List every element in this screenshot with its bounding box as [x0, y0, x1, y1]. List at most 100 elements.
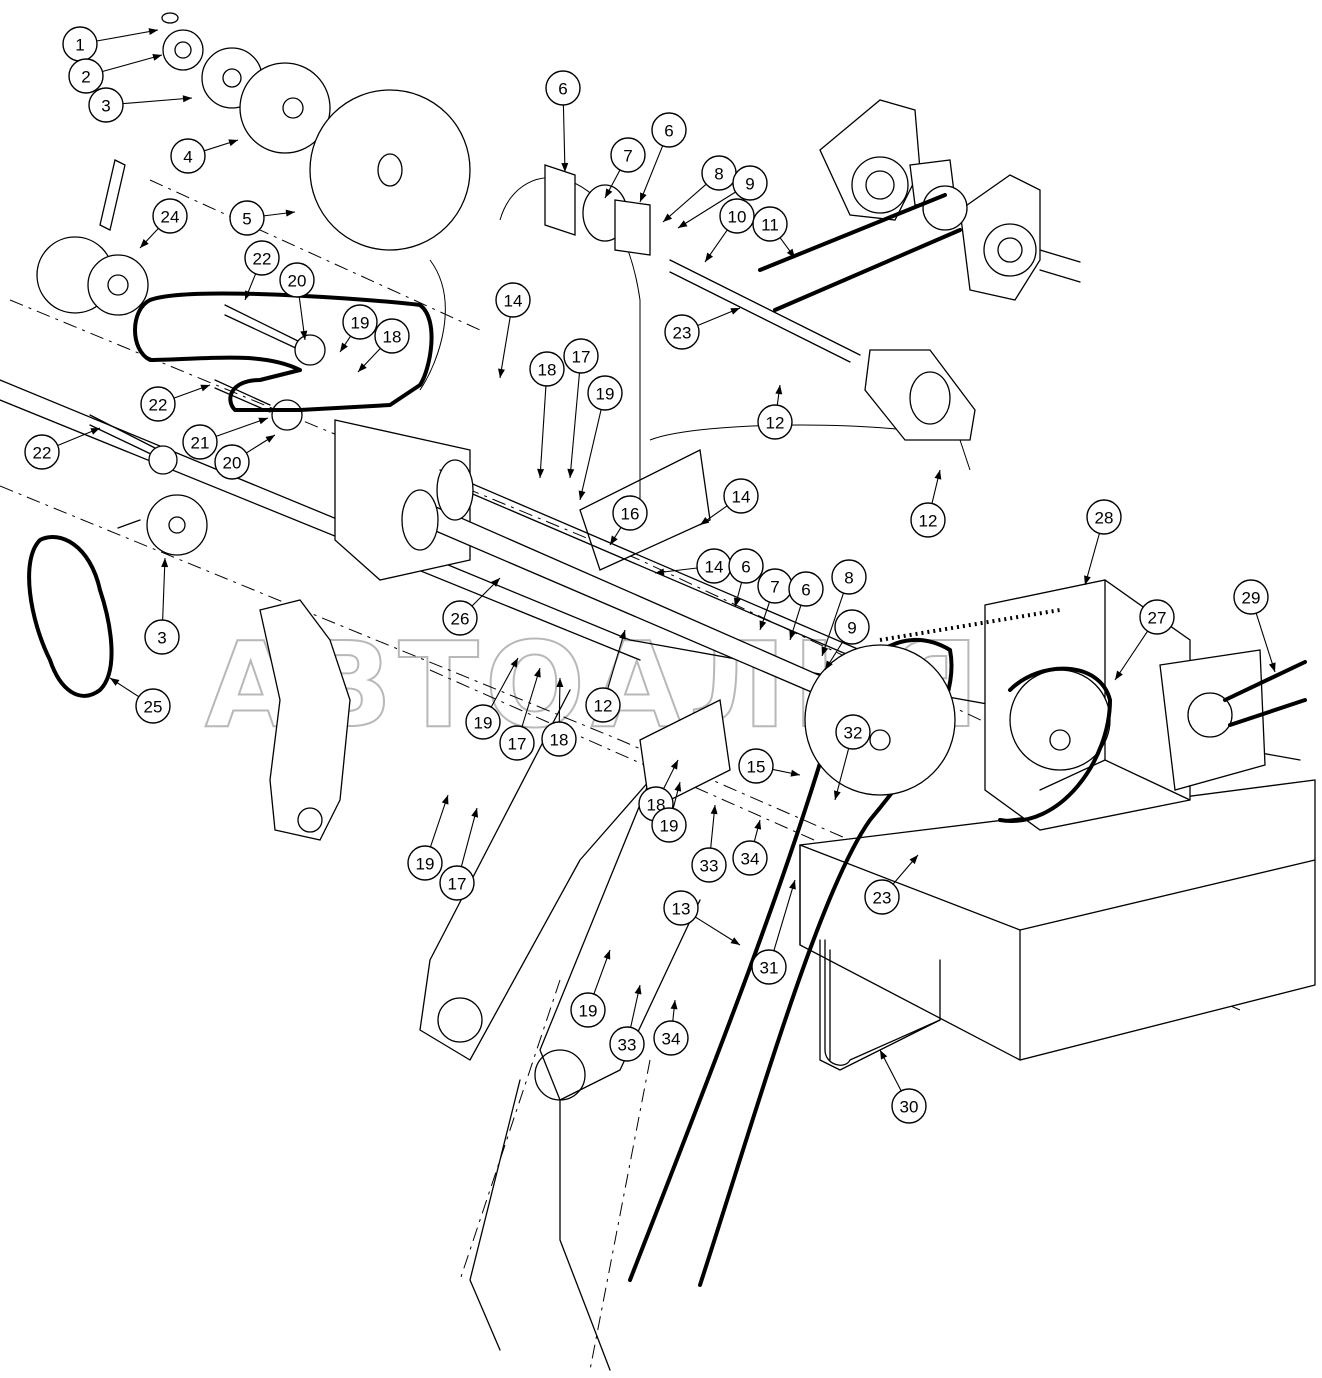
callout-number: 7 — [623, 147, 632, 166]
leader-line — [102, 54, 163, 73]
chain-loop-20 — [133, 291, 434, 412]
part-callout: 21 — [182, 424, 218, 460]
callout-circle — [651, 112, 687, 148]
leader-arrowhead — [258, 417, 268, 425]
chain-loop-25 — [27, 535, 114, 698]
leader-line — [499, 316, 511, 379]
callout-circle — [570, 992, 606, 1028]
leader-arrowhead — [775, 385, 783, 395]
part-callout: 19 — [570, 992, 606, 1028]
leader-arrowhead — [705, 252, 714, 262]
callout-number: 13 — [672, 900, 691, 919]
leader-line — [677, 191, 736, 229]
part-callout: 3 — [144, 619, 180, 655]
part-callout: 5 — [229, 200, 265, 236]
part-callout: 18 — [541, 721, 577, 757]
callout-number: 2 — [81, 68, 90, 87]
leader-arrowhead — [228, 139, 238, 147]
part-callout: 23 — [864, 879, 900, 915]
part-callout: 22 — [140, 386, 176, 422]
callout-circle — [738, 748, 774, 784]
callout-circle — [1086, 499, 1122, 535]
leader-arrowhead — [880, 1050, 888, 1060]
callout-circle — [495, 282, 531, 318]
drive-shaft — [401, 459, 861, 701]
leader-arrowhead — [358, 363, 367, 372]
part-callout: 18 — [374, 318, 410, 354]
part-callout: 28 — [1086, 499, 1122, 535]
part-callout: 11 — [752, 206, 788, 242]
part-callout: 10 — [719, 198, 755, 234]
leader-arrowhead — [110, 678, 120, 686]
leader-arrowhead — [200, 384, 210, 392]
callout-circle — [835, 714, 871, 750]
leader-arrowhead — [148, 28, 158, 36]
leader-line — [460, 807, 478, 867]
callout-number: 17 — [508, 735, 527, 754]
leader-line — [569, 372, 581, 479]
callout-number: 4 — [183, 148, 192, 167]
leader-arrowhead — [561, 162, 569, 172]
callout-number: 33 — [618, 1036, 637, 1055]
callout-circle — [788, 571, 824, 607]
callout-number: 10 — [728, 208, 747, 227]
callout-circle — [374, 318, 410, 354]
leader-arrowhead — [789, 880, 796, 890]
callout-number: 34 — [662, 1030, 681, 1049]
callout-circle — [545, 70, 581, 106]
leader-arrowhead — [670, 1000, 678, 1010]
leader-arrowhead — [603, 950, 611, 960]
part-callout: 17 — [563, 338, 599, 374]
callout-number: 25 — [144, 698, 163, 717]
callout-number: 5 — [242, 210, 251, 229]
callout-circle — [651, 807, 687, 843]
leader-arrowhead — [1084, 575, 1091, 585]
leader-arrowhead — [534, 668, 541, 678]
leader-line — [96, 29, 159, 42]
part-callout: 19 — [465, 704, 501, 740]
callout-number: 6 — [664, 122, 673, 141]
callout-number: 12 — [919, 512, 938, 531]
callout-number: 18 — [383, 328, 402, 347]
callout-number: 24 — [161, 208, 180, 227]
part-callout: 12 — [910, 502, 946, 538]
part-callout: 9 — [732, 165, 768, 201]
callout-number: 30 — [900, 1098, 919, 1117]
callout-circle — [723, 478, 759, 514]
leader-line — [521, 667, 541, 727]
callout-circle — [612, 495, 648, 531]
part-callout: 33 — [691, 847, 727, 883]
part-callout: 6 — [651, 112, 687, 148]
leader-arrowhead — [663, 213, 673, 222]
part-callout: 25 — [135, 688, 171, 724]
leader-line — [1114, 630, 1149, 681]
callout-circle — [719, 198, 755, 234]
leader-arrowhead — [605, 188, 613, 198]
callout-circle — [732, 840, 768, 876]
leader-arrowhead — [909, 855, 918, 865]
leader-line — [490, 657, 519, 708]
part-callout: 16 — [612, 495, 648, 531]
callout-number: 17 — [448, 875, 467, 894]
callout-number: 6 — [558, 80, 567, 99]
part-callout: 12 — [757, 404, 793, 440]
leader-arrowhead — [537, 468, 545, 478]
leader-arrowhead — [934, 470, 942, 480]
part-callout: 34 — [732, 840, 768, 876]
leader-arrowhead — [655, 568, 665, 576]
leader-arrowhead — [833, 790, 841, 800]
callout-circle — [135, 688, 171, 724]
callout-number: 8 — [844, 569, 853, 588]
leader-arrowhead — [285, 209, 295, 217]
leader-arrowhead — [556, 678, 564, 688]
part-callout: 14 — [723, 478, 759, 514]
leader-arrowhead — [491, 578, 500, 587]
part-callout: 23 — [664, 314, 700, 350]
callout-circle — [609, 1026, 645, 1062]
part-callout: 14 — [495, 282, 531, 318]
callout-number: 12 — [594, 697, 613, 716]
callout-number: 15 — [747, 758, 766, 777]
part-callout: 19 — [342, 304, 378, 340]
callout-circle — [465, 704, 501, 740]
callout-number: 19 — [416, 855, 435, 874]
